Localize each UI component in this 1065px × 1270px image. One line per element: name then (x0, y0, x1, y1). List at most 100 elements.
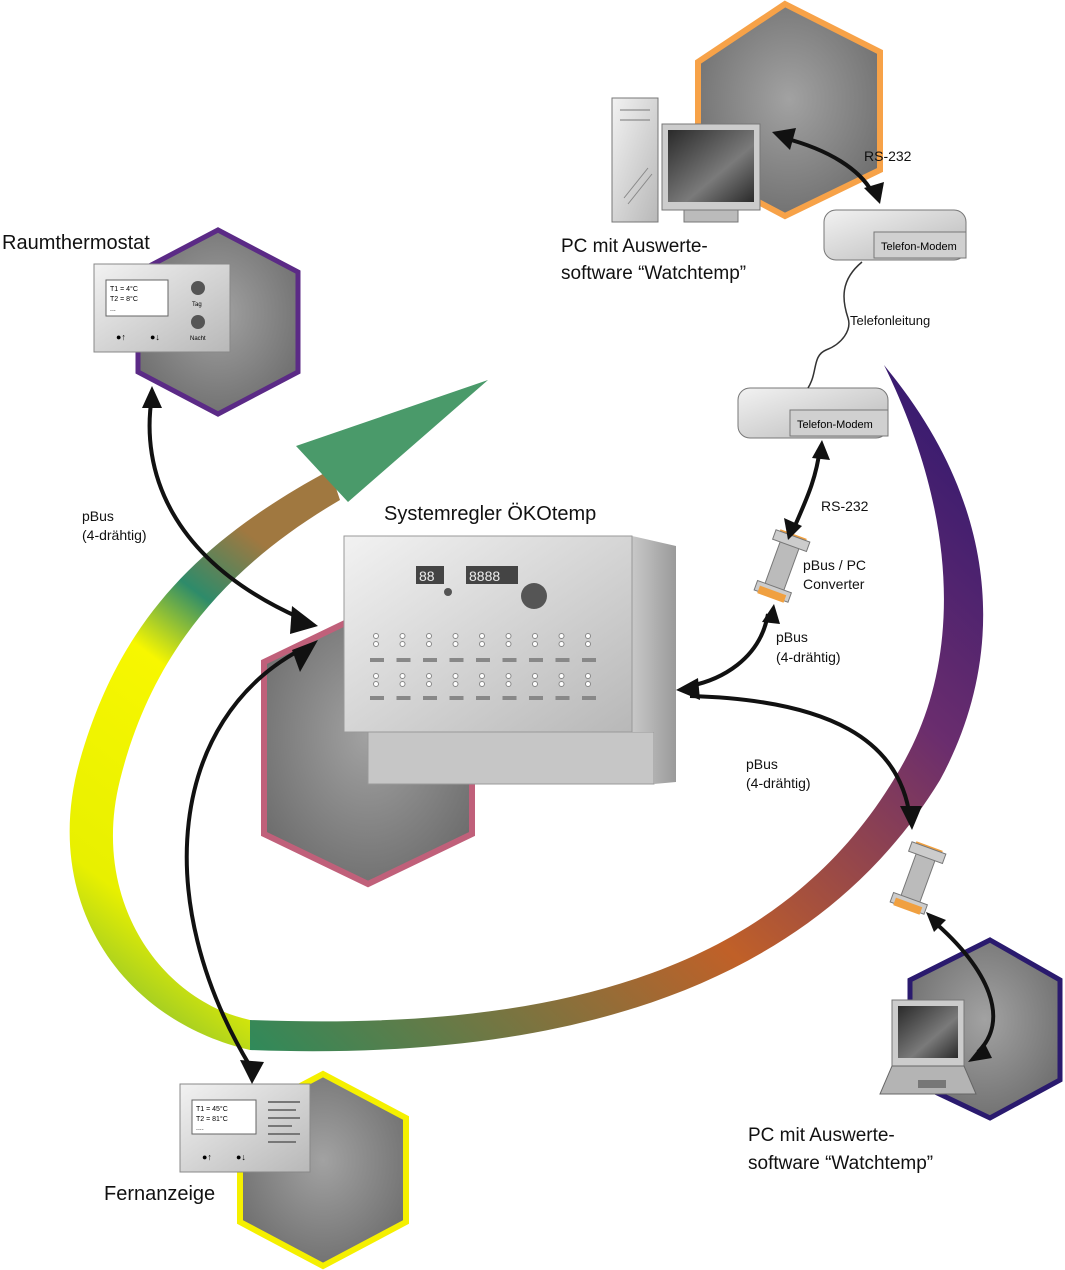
label-rs232-mid: RS-232 (821, 498, 869, 514)
regler-led (399, 673, 406, 679)
connection-arrows (147, 136, 996, 1068)
regler-led (479, 681, 485, 687)
regler-led (558, 673, 565, 679)
modem-top: Telefon-Modem (823, 209, 967, 261)
raumthermostat-device: T1 = 4°C T2 = 8°C ... Tag Nacht ●↑ ●↓ (93, 263, 231, 353)
regler-switch (502, 658, 517, 662)
regler-led (479, 641, 485, 647)
laptop-pc (879, 999, 977, 1095)
thermostat-screen-line3: ... (110, 306, 116, 313)
regler-led (426, 641, 432, 647)
fernanzeige-screen-line1: T1 = 45°C (196, 1105, 228, 1113)
modem-bottom-label: Telefon-Modem (797, 419, 873, 431)
regler-display-right (466, 566, 518, 584)
arrow-modem-converter (792, 447, 822, 529)
regler-switch (555, 658, 570, 662)
arrow-converter2-laptop (930, 918, 996, 1054)
regler-knob (521, 583, 547, 609)
thermostat-knob-nacht-label: Nacht (190, 336, 206, 342)
regler-led (585, 633, 591, 639)
telefon-line (807, 261, 863, 389)
regler-switch (423, 696, 437, 700)
regler-led (585, 641, 591, 647)
regler-side (632, 536, 676, 784)
regler-switch (476, 658, 490, 662)
arrow-converter-regler (689, 613, 770, 688)
systemregler-unit: 88 8888 (343, 535, 676, 785)
fernanzeige-screen-line2: T2 = 81°C (196, 1115, 228, 1123)
rainbow-band-left (69, 470, 340, 1050)
regler-led (452, 673, 459, 679)
rainbow-band (69, 365, 984, 1052)
thermostat-knob-tag-label: Tag (192, 302, 202, 308)
arrowheads (142, 128, 992, 1084)
regler-switch (370, 658, 384, 662)
regler-led (585, 681, 591, 687)
regler-switch (555, 696, 570, 700)
regler-lower-block (367, 731, 655, 785)
regler-led (532, 673, 538, 679)
regler-led (399, 633, 406, 639)
label-pbus-left-line1: pBus (82, 508, 114, 524)
label-converter-line1: pBus / PC (803, 557, 867, 573)
arrow-regler-converter2 (689, 694, 912, 819)
label-pc-top-line2: software “Watchtemp” (561, 263, 747, 284)
fernanzeige-screen-line3: .... (196, 1125, 204, 1132)
label-telefonleitung: Telefonleitung (850, 313, 931, 328)
label-pbus-conv-line1: pBus (776, 629, 808, 645)
label-fernanzeige: Fernanzeige (104, 1183, 216, 1205)
regler-switch (476, 696, 490, 700)
fernanzeige-down-icon: ●↓ (236, 1152, 246, 1162)
regler-led (558, 681, 565, 687)
label-rs232-top: RS-232 (864, 148, 912, 164)
regler-led (479, 633, 485, 639)
label-pbus-left-line2: (4-drähtig) (82, 527, 147, 543)
regler-switch (449, 658, 464, 662)
regler-switch (423, 658, 437, 662)
regler-led (505, 641, 512, 647)
fernanzeige-device: T1 = 45°C T2 = 81°C .... ●↑ ●↓ (179, 1083, 311, 1173)
regler-switch (502, 696, 517, 700)
pc-tower (611, 97, 659, 223)
regler-led (426, 673, 432, 679)
regler-led (479, 673, 485, 679)
regler-led (399, 641, 406, 647)
regler-led (532, 633, 538, 639)
regler-led (373, 633, 379, 639)
thermostat-screen-line1: T1 = 4°C (110, 285, 138, 293)
pc-monitor-stand (683, 209, 739, 223)
fernanzeige-up-icon: ●↑ (202, 1152, 212, 1162)
regler-led (373, 641, 379, 647)
regler-led (373, 673, 379, 679)
arrow-regler-fernanzeige (184, 648, 301, 1068)
regler-led-rows (370, 633, 596, 700)
regler-switch (449, 696, 464, 700)
label-raumthermostat: Raumthermostat (2, 232, 150, 254)
regler-switch (370, 696, 384, 700)
regler-led (505, 673, 512, 679)
regler-led (532, 681, 538, 687)
regler-small-knob (444, 588, 452, 596)
regler-switch (396, 696, 411, 700)
label-pbus-right-line1: pBus (746, 756, 778, 772)
pc-monitor-screen (668, 130, 754, 202)
regler-led (452, 641, 459, 647)
regler-switch (582, 658, 596, 662)
modem-top-label: Telefon-Modem (881, 241, 957, 253)
thermostat-up-icon: ●↑ (116, 332, 126, 342)
label-pc-bottom-line1: PC mit Auswerte- (748, 1125, 895, 1146)
label-systemregler: Systemregler ÖKOtemp (384, 503, 597, 525)
label-pc-top-line1: PC mit Auswerte- (561, 236, 708, 257)
thermostat-knob-nacht (191, 315, 205, 329)
converter-bottom (889, 841, 947, 915)
desktop-pc (611, 97, 761, 223)
regler-switch (582, 696, 596, 700)
thermostat-screen-line2: T2 = 8°C (110, 295, 138, 303)
thermostat-screen (105, 279, 169, 317)
modem-bottom: Telefon-Modem (737, 387, 889, 439)
regler-led (532, 641, 538, 647)
regler-led (558, 641, 565, 647)
label-converter-line2: Converter (803, 576, 865, 592)
arrow-pc-modem (783, 136, 874, 193)
label-pbus-conv-line2: (4-drähtig) (776, 649, 841, 665)
